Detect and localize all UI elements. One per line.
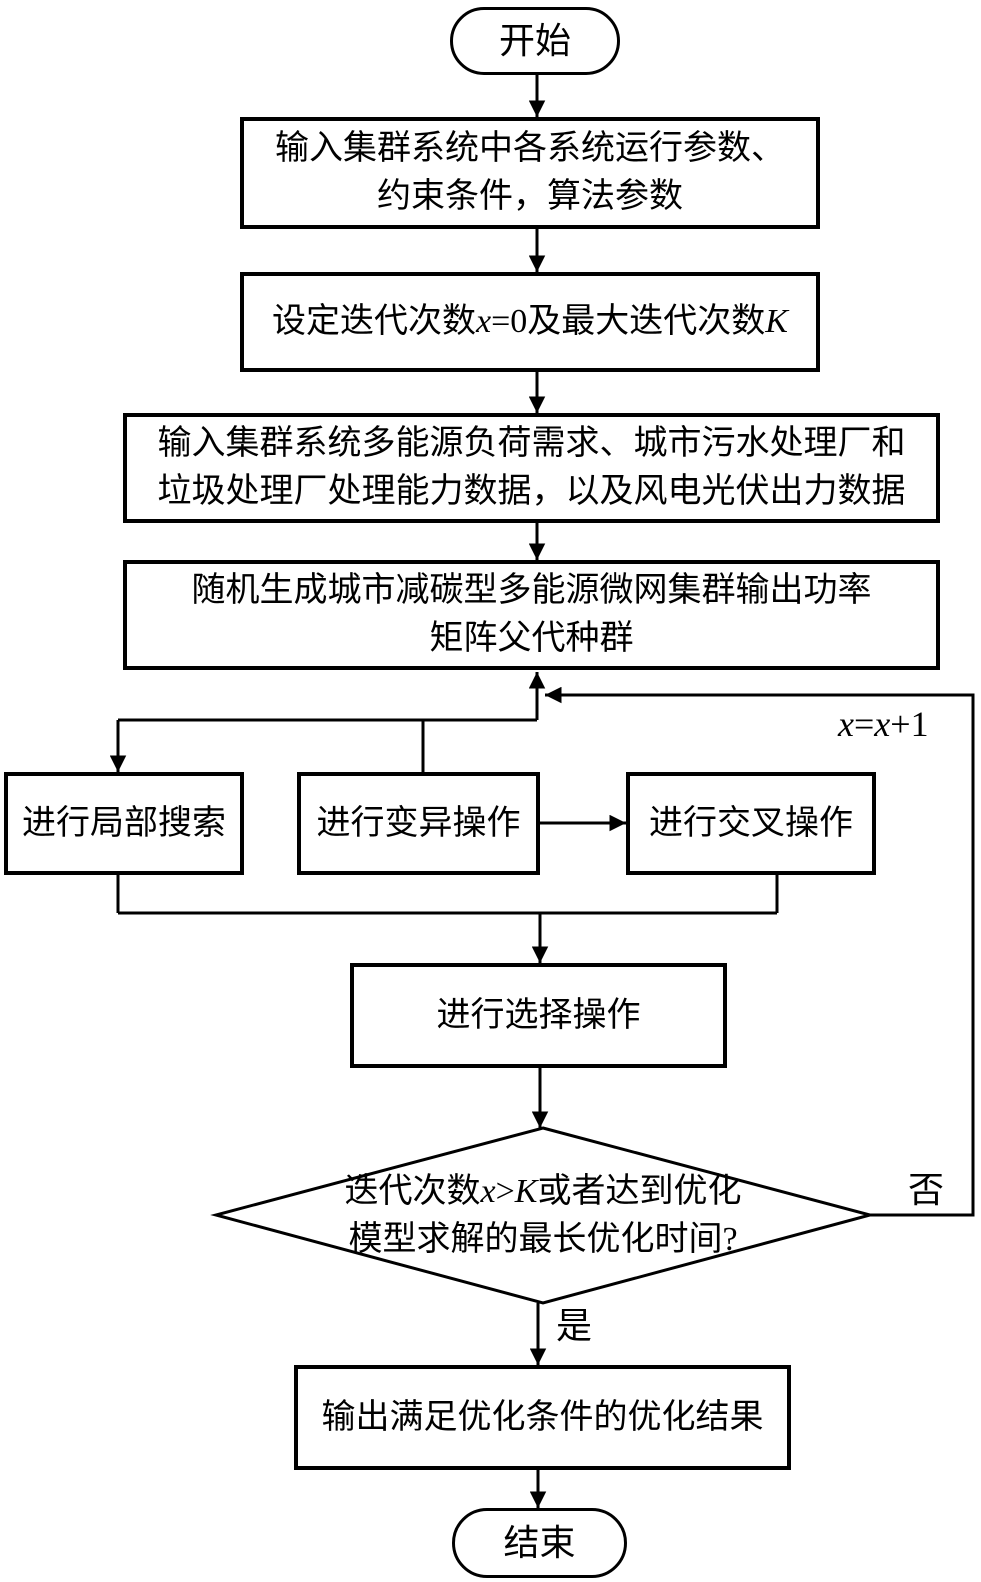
start-node: 开始	[450, 7, 620, 75]
decision-seg1: x	[480, 1172, 496, 1210]
decision-diamond-shape	[210, 1126, 876, 1305]
generate-population-line2: 矩阵父代种群	[429, 620, 634, 657]
selection-label: 进行选择操作	[436, 996, 641, 1034]
input-params-line1: 输入集群系统中各系统运行参数、	[275, 130, 785, 168]
end-label: 结束	[503, 1522, 576, 1563]
start-label: 开始	[498, 20, 571, 61]
crossover-node: 进行交叉操作	[626, 772, 876, 875]
end-node: 结束	[452, 1508, 627, 1578]
input-params-line2: 约束条件，算法参数	[377, 178, 683, 215]
decision-seg0: 迭代次数	[344, 1172, 481, 1210]
input-data-line2: 垃圾处理厂处理能力数据，以及风电光伏出力数据	[157, 473, 906, 510]
set-iteration-label: 设定迭代次数x=0及最大迭代次数K	[272, 298, 788, 346]
increment-seg1: =	[853, 704, 875, 744]
set-iteration-seg2: =0及最大迭代次数	[491, 303, 766, 341]
output-result-node: 输出满足优化条件的优化结果	[294, 1365, 791, 1470]
input-data-node: 输入集群系统多能源负荷需求、城市污水处理厂和 垃圾处理厂处理能力数据，以及风电光…	[123, 413, 940, 523]
input-params-node: 输入集群系统中各系统运行参数、 约束条件，算法参数	[240, 117, 820, 229]
local-search-node: 进行局部搜索	[4, 772, 244, 875]
decision-seg2: >	[495, 1172, 515, 1210]
decision-seg4: 或者达到优化	[537, 1172, 742, 1210]
generate-population-node: 随机生成城市减碳型多能源微网集群输出功率 矩阵父代种群	[123, 560, 940, 670]
local-search-label: 进行局部搜索	[22, 804, 226, 842]
increment-label: x=x+1	[838, 706, 929, 742]
output-result-label: 输出满足优化条件的优化结果	[321, 1398, 764, 1436]
set-iteration-seg0: 设定迭代次数	[272, 303, 477, 341]
mutation-label: 进行变异操作	[316, 804, 521, 842]
decision-yes-label: 是	[556, 1306, 593, 1346]
increment-seg3: +1	[890, 704, 929, 744]
selection-node: 进行选择操作	[350, 963, 727, 1068]
increment-seg2: x	[874, 704, 891, 744]
set-iteration-node: 设定迭代次数x=0及最大迭代次数K	[240, 272, 820, 372]
decision-line1: 迭代次数x>K或者达到优化	[345, 1168, 742, 1216]
decision-seg3: K	[514, 1172, 538, 1210]
generate-population-line1: 随机生成城市减碳型多能源微网集群输出功率	[191, 572, 872, 610]
decision-node-text: 迭代次数x>K或者达到优化 模型求解的最长优化时间?	[216, 1128, 870, 1303]
set-iteration-seg3: K	[765, 303, 788, 341]
mutation-node: 进行变异操作	[297, 772, 540, 875]
crossover-label: 进行交叉操作	[649, 804, 853, 842]
input-data-line1: 输入集群系统多能源负荷需求、城市污水处理厂和	[157, 425, 906, 463]
increment-seg0: x	[838, 704, 854, 744]
edge-decision-no-feedback	[545, 686, 975, 1217]
decision-no-label: 否	[908, 1170, 945, 1210]
decision-line2: 模型求解的最长优化时间?	[348, 1220, 738, 1258]
set-iteration-seg1: x	[476, 303, 492, 341]
